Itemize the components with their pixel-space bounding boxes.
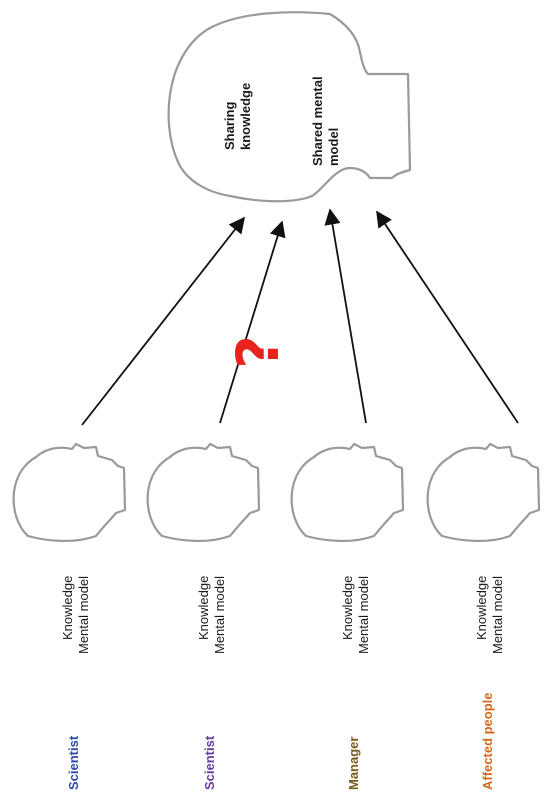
question-mark: ? xyxy=(224,335,292,369)
individual-4-knowledge: Knowledge xyxy=(474,576,489,640)
individual-head-2 xyxy=(146,442,261,543)
individual-2-mental-model: Mental model xyxy=(212,576,227,654)
individual-4-role: Affected people xyxy=(480,692,495,790)
arrow-3 xyxy=(324,208,367,424)
individual-3-knowledge: Knowledge xyxy=(340,576,355,640)
individual-head-3 xyxy=(290,442,405,543)
individual-4-mental-model: Mental model xyxy=(490,576,505,654)
individual-1-role: Scientist xyxy=(66,735,81,790)
arrow-4 xyxy=(376,210,519,424)
individual-3-mental-model: Mental model xyxy=(356,576,371,654)
individual-1-knowledge: Knowledge xyxy=(60,576,75,640)
shared-mental-model-label-2: model xyxy=(326,128,341,166)
individual-2-role: Scientist xyxy=(202,735,217,790)
shared-head-outline xyxy=(167,11,412,203)
shared-mental-model-label-1: Shared mental xyxy=(310,76,325,166)
shared-sharing-label: Sharing xyxy=(222,102,237,150)
individual-head-4 xyxy=(426,442,541,543)
individual-3-role: Manager xyxy=(346,737,361,790)
individual-2-knowledge: Knowledge xyxy=(196,576,211,640)
arrow-2 xyxy=(219,220,286,424)
arrow-1 xyxy=(81,216,245,426)
individual-head-1 xyxy=(12,442,127,543)
individual-1-mental-model: Mental model xyxy=(76,576,91,654)
shared-knowledge-label: knowledge xyxy=(238,83,253,150)
